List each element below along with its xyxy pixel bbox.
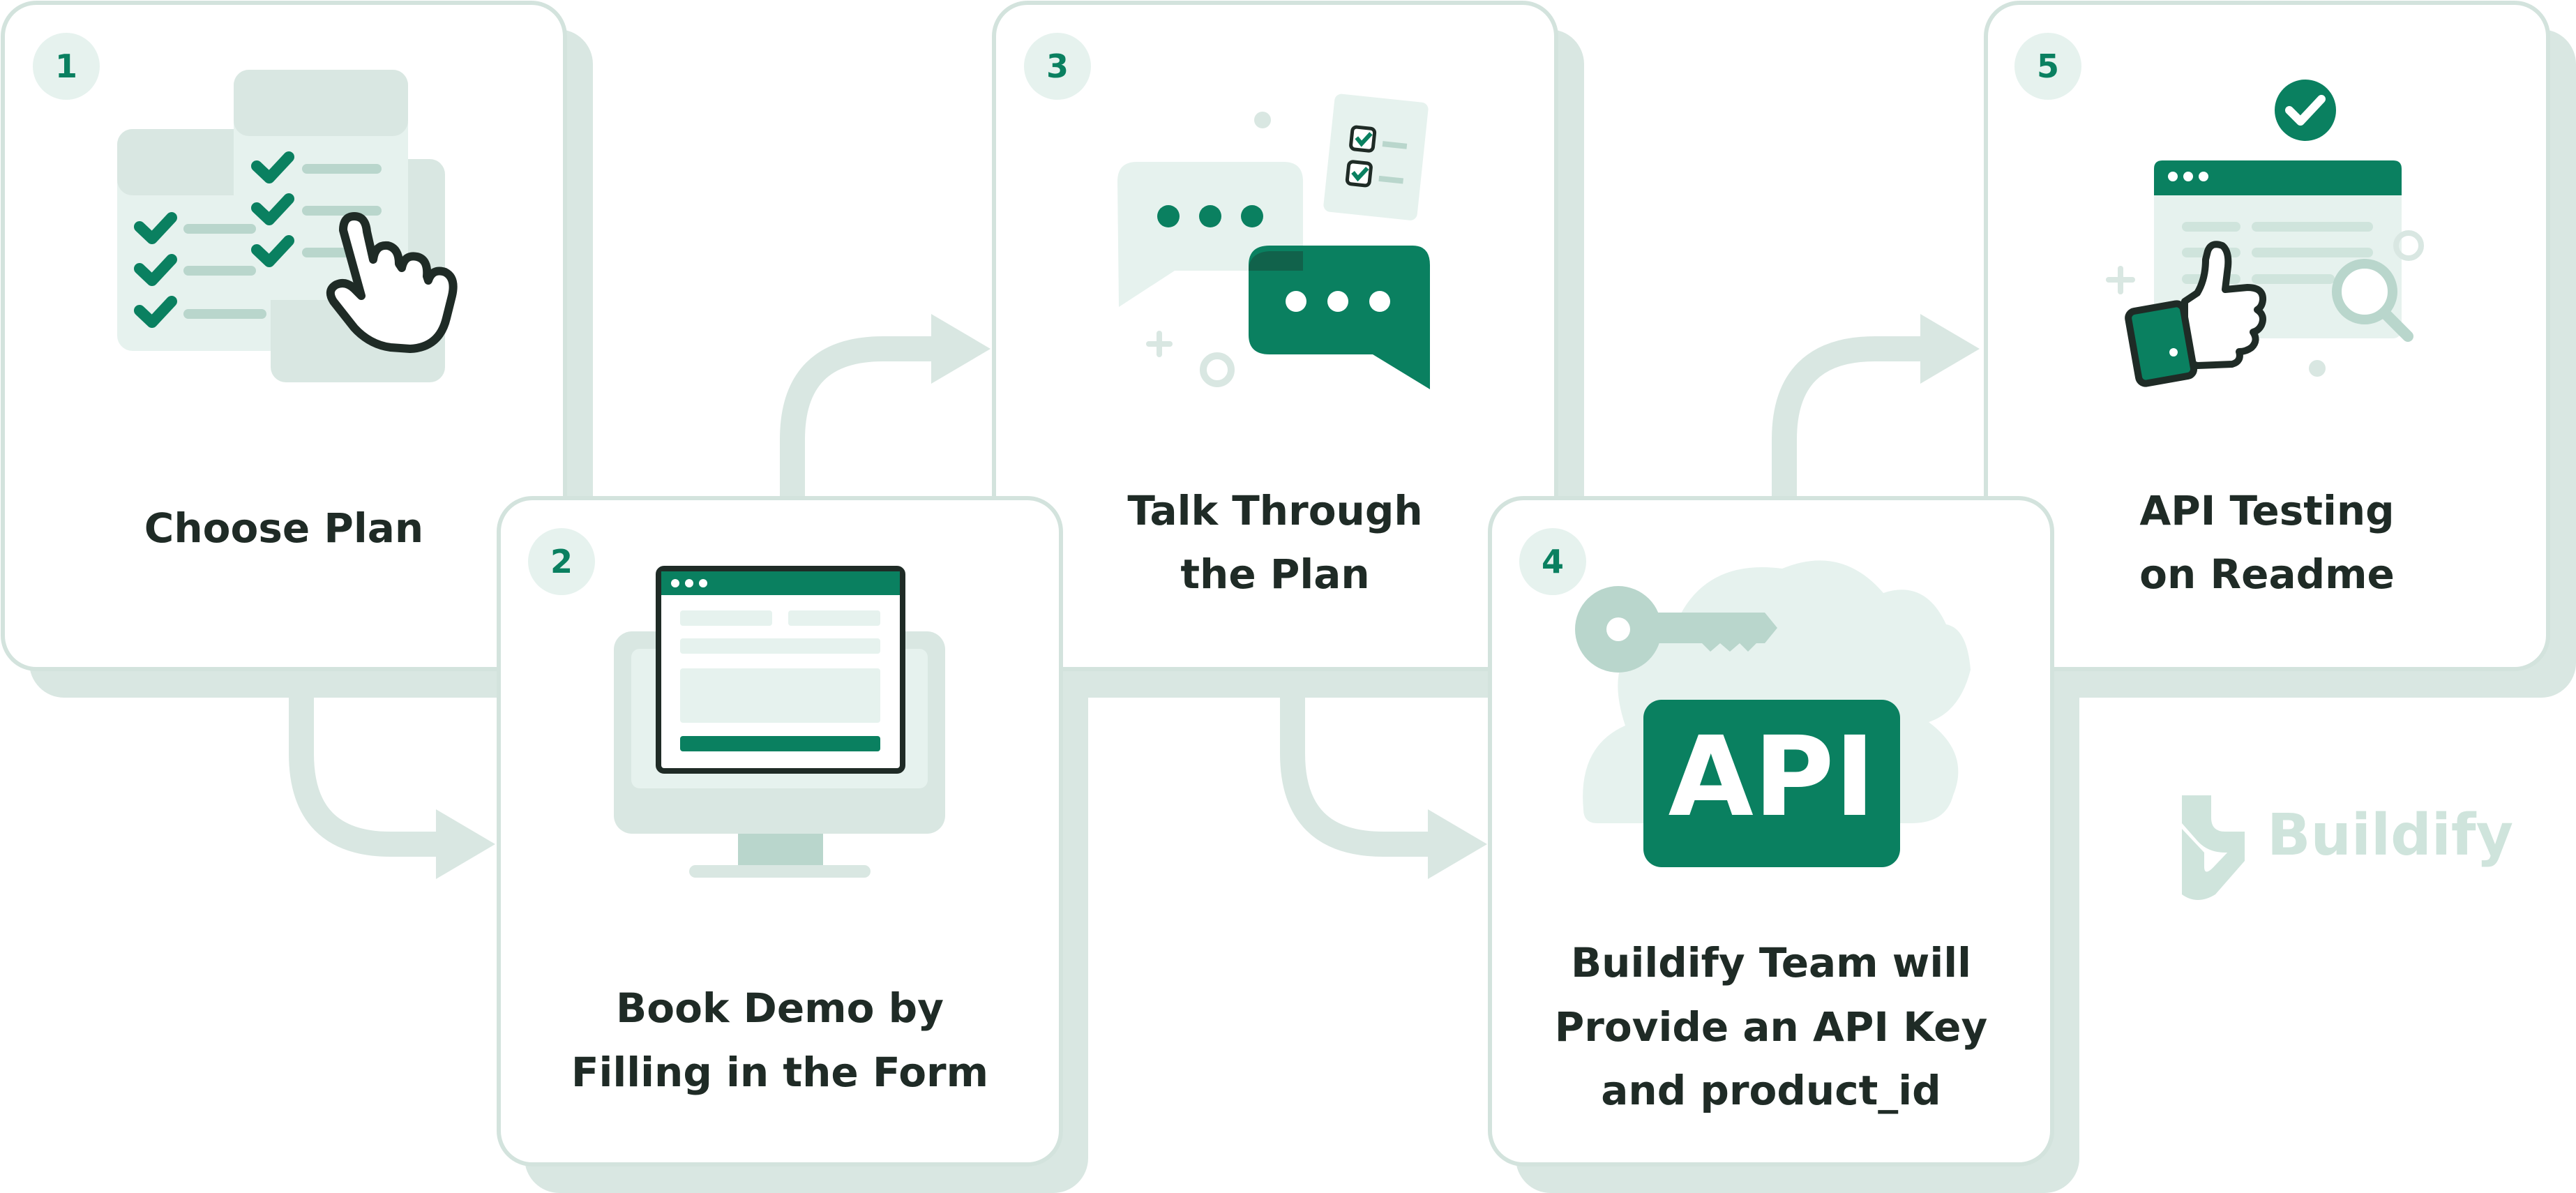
step-4-title-line-3: and product_id [1601, 1067, 1941, 1114]
step-number-badge-5 [2014, 33, 2081, 100]
step-number-3: 3 [1046, 47, 1069, 85]
step-1-title-line-1: Choose Plan [144, 504, 423, 552]
brand-name: Buildify [2267, 802, 2513, 869]
api-key-cloud-icon: API [1575, 560, 1971, 867]
arrow-head-2-to-3 [931, 314, 991, 384]
step-2-title-line-2: Filling in the Form [571, 1049, 988, 1096]
api-badge-label: API [1669, 713, 1876, 841]
api-badge [1643, 700, 1900, 867]
arrow-head-4-to-5 [1920, 314, 1980, 384]
monitor-form-icon [614, 566, 945, 878]
step-4-title-line-1: Buildify Team will [1571, 939, 1971, 986]
connector-4-to-5 [1772, 336, 1931, 499]
step-4-title-line-2: Provide an API Key [1555, 1003, 1988, 1051]
arrow-head-1-to-2 [436, 809, 495, 879]
step-number-badge-4 [1519, 528, 1586, 595]
thumbs-up-icon [2181, 241, 2266, 369]
checklist-hand-icon [117, 70, 458, 382]
step-2-title-line-1: Book Demo by [616, 984, 944, 1032]
step-3-title-line-1: Talk Through [1127, 487, 1422, 534]
step-number-badge-3 [1024, 33, 1091, 100]
connector-1-to-2 [289, 698, 446, 857]
connector-2-to-3 [780, 336, 942, 499]
step-number-badge-2 [528, 528, 595, 595]
connector-3-to-4 [1280, 698, 1438, 857]
step-5-title-line-1: API Testing [2139, 487, 2394, 534]
chat-bubbles-icon [1117, 93, 1430, 389]
step-number-4: 4 [1542, 543, 1564, 580]
arrow-head-3-to-4 [1428, 809, 1487, 879]
step-number-2: 2 [550, 543, 573, 580]
step-number-5: 5 [2037, 47, 2059, 85]
api-testing-icon [2106, 80, 2424, 387]
step-3-title-line-2: the Plan [1180, 550, 1369, 598]
step-number-1: 1 [55, 47, 77, 85]
key-icon [1575, 586, 1777, 673]
step-number-badge-1 [33, 33, 100, 100]
step-5-title-line-2: on Readme [2139, 550, 2395, 598]
buildify-logo-icon [2182, 795, 2245, 900]
